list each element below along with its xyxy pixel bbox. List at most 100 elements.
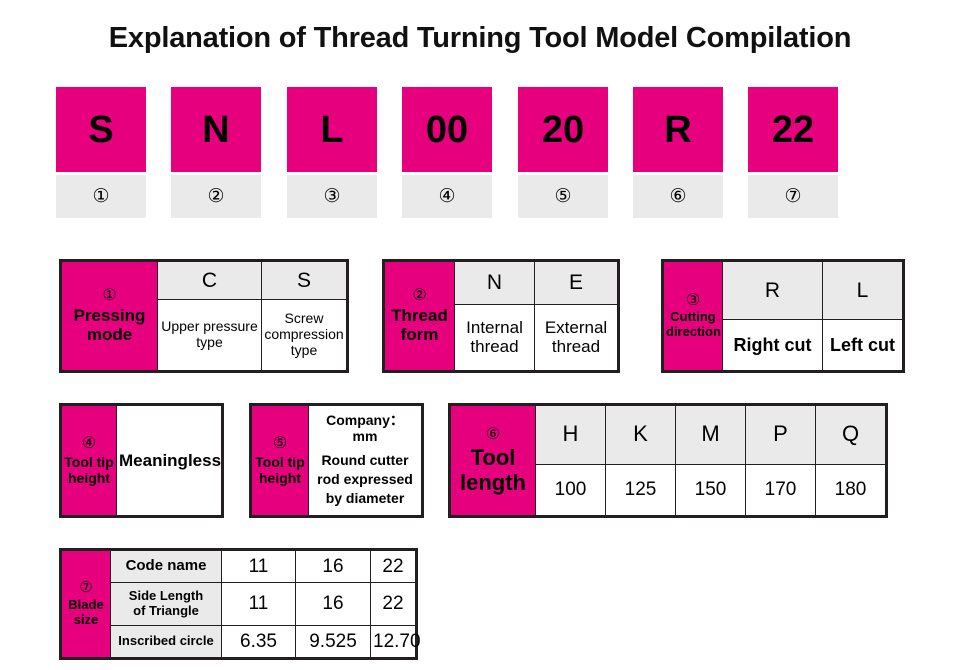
- value-cell-meaningless: Meaningless: [116, 405, 222, 516]
- legend-title-line2-4: height: [68, 469, 110, 486]
- legend-cell-thread-form: ② Thread form: [384, 261, 455, 371]
- legend-index-4: ④: [81, 435, 97, 453]
- table-tool-tip-height-diameter: ⑤ Tool tip height Company： mm Round cutt…: [249, 403, 424, 518]
- code-letter-6: R: [633, 87, 723, 172]
- code-block-6: R ⑥: [633, 87, 723, 218]
- rod-detail-line2: rod expressed: [317, 471, 413, 488]
- row-label-inscribed-circle: Inscribed circle: [110, 624, 222, 659]
- legend-cell-tool-tip-height-4: ④ Tool tip height: [61, 405, 117, 516]
- desc-cell-thread-e: External thread: [534, 303, 618, 372]
- legend-title-line1-5: Tool tip: [255, 453, 305, 470]
- code-block-7: 22 ⑦: [748, 87, 838, 218]
- code-cell-cutting-l: L: [822, 260, 903, 321]
- desc-cell-pressing-c: Upper pressure type: [157, 298, 262, 372]
- blade-inscribed-9525: 9.525: [295, 624, 371, 659]
- code-letter-2: N: [171, 87, 261, 172]
- code-index-6: ⑥: [633, 175, 723, 218]
- row-label-side-length-line1: Side Length: [128, 588, 204, 604]
- desc-cell-cutting-r: Right cut: [722, 319, 823, 371]
- legend-title-line1-1: Pressing: [73, 305, 146, 325]
- legend-title-line2-2: form: [400, 325, 439, 345]
- code-cell-thread-e: E: [534, 261, 618, 305]
- blade-side-length-16: 16: [295, 582, 371, 626]
- blade-code-name-11: 11: [221, 549, 296, 584]
- value-cell-diameter-note: Company： mm Round cutter rod expressed b…: [308, 405, 422, 516]
- value-cell-tool-length-q: 180: [815, 463, 886, 517]
- code-cell-tool-length-q: Q: [815, 405, 886, 465]
- value-cell-tool-length-m: 150: [675, 463, 746, 517]
- code-cell-tool-length-k: K: [605, 405, 676, 465]
- model-code-row: S ① N ② L ③ 00 ④ 20 ⑤ R ⑥ 22 ⑦: [56, 87, 846, 219]
- desc-cell-cutting-l: Left cut: [822, 319, 903, 371]
- legend-title-line1-4: Tool tip: [64, 453, 114, 470]
- table-cutting-direction: ③ Cutting direction R L Right cut Left c…: [661, 259, 905, 373]
- code-letter-5: 20: [518, 87, 608, 172]
- table-tool-tip-height-meaningless: ④ Tool tip height Meaningless: [59, 403, 224, 518]
- code-index-4: ④: [402, 175, 492, 218]
- legend-title-line2-7: size: [73, 611, 99, 627]
- table-blade-size: ⑦ Blade size Code name 11 16 22 Side Len…: [59, 548, 421, 660]
- code-cell-pressing-c: C: [157, 261, 262, 300]
- table-thread-form: ② Thread form N E Internal thread Extern…: [382, 259, 620, 373]
- code-cell-tool-length-h: H: [535, 405, 606, 465]
- legend-cell-tool-length: ⑥ Tool length: [450, 405, 536, 516]
- code-index-1: ①: [56, 175, 146, 218]
- code-cell-cutting-r: R: [722, 260, 823, 321]
- code-letter-1: S: [56, 87, 146, 172]
- legend-title-line2-6: length: [460, 469, 526, 495]
- code-cell-thread-n: N: [454, 261, 535, 305]
- legend-index-5: ⑤: [272, 435, 288, 453]
- value-cell-tool-length-h: 100: [535, 463, 606, 517]
- legend-title-line2-5: height: [259, 469, 301, 486]
- legend-cell-cutting-direction: ③ Cutting direction: [663, 261, 723, 371]
- rod-detail-line1: Round cutter: [321, 452, 409, 469]
- row-label-code-name: Code name: [110, 549, 222, 584]
- code-index-5: ⑤: [518, 175, 608, 218]
- legend-cell-pressing-mode: ① Pressing mode: [61, 261, 158, 371]
- desc-cell-thread-n: Internal thread: [454, 303, 535, 372]
- value-cell-tool-length-p: 170: [745, 463, 816, 517]
- code-cell-pressing-s: S: [261, 261, 347, 300]
- row-label-side-length-line2: of Triangle: [133, 602, 199, 618]
- code-letter-4: 00: [402, 87, 492, 172]
- code-block-1: S ①: [56, 87, 146, 218]
- legend-title-line2-1: mode: [86, 325, 133, 345]
- code-index-2: ②: [171, 175, 261, 218]
- page-title: Explanation of Thread Turning Tool Model…: [108, 22, 852, 54]
- code-letter-7: 22: [748, 87, 838, 172]
- legend-index-6: ⑥: [485, 425, 501, 443]
- legend-title-line1-2: Thread: [391, 305, 448, 325]
- legend-index-2: ②: [412, 287, 427, 305]
- company-unit-line: Company： mm: [326, 411, 404, 444]
- blade-code-name-16: 16: [295, 549, 371, 584]
- blade-code-name-22: 22: [370, 549, 416, 584]
- legend-index-1: ①: [102, 287, 117, 305]
- legend-title-line1-3: Cutting: [670, 309, 716, 325]
- code-block-4: 00 ④: [402, 87, 492, 218]
- blade-inscribed-635: 6.35: [221, 624, 296, 659]
- desc-cell-pressing-s: Screw compression type: [261, 298, 347, 372]
- code-cell-tool-length-m: M: [675, 405, 746, 465]
- blade-side-length-11: 11: [221, 582, 296, 626]
- blade-inscribed-1270: 12.70: [370, 624, 421, 659]
- legend-title-line1-6: Tool: [470, 444, 516, 470]
- legend-index-7: ⑦: [79, 579, 93, 597]
- legend-cell-tool-tip-height-5: ⑤ Tool tip height: [251, 405, 309, 516]
- row-label-side-length: Side Length of Triangle: [110, 582, 222, 626]
- value-cell-tool-length-k: 125: [605, 463, 676, 517]
- code-cell-tool-length-p: P: [745, 405, 816, 465]
- code-block-3: L ③: [287, 87, 377, 218]
- code-index-3: ③: [287, 175, 377, 218]
- blade-side-length-22: 22: [370, 582, 416, 626]
- code-block-2: N ②: [171, 87, 261, 218]
- legend-title-line2-3: direction: [666, 324, 721, 340]
- table-pressing-mode: ① Pressing mode C S Upper pressure type …: [59, 259, 349, 373]
- code-index-7: ⑦: [748, 175, 838, 218]
- table-tool-length: ⑥ Tool length H K M P Q 100 125 150 170 …: [448, 403, 888, 518]
- rod-detail-line3: by diameter: [325, 490, 405, 507]
- legend-title-line1-7: Blade: [68, 596, 104, 612]
- code-block-5: 20 ⑤: [518, 87, 608, 218]
- code-letter-3: L: [287, 87, 377, 172]
- legend-index-3: ③: [685, 291, 701, 309]
- legend-cell-blade-size: ⑦ Blade size: [61, 550, 111, 658]
